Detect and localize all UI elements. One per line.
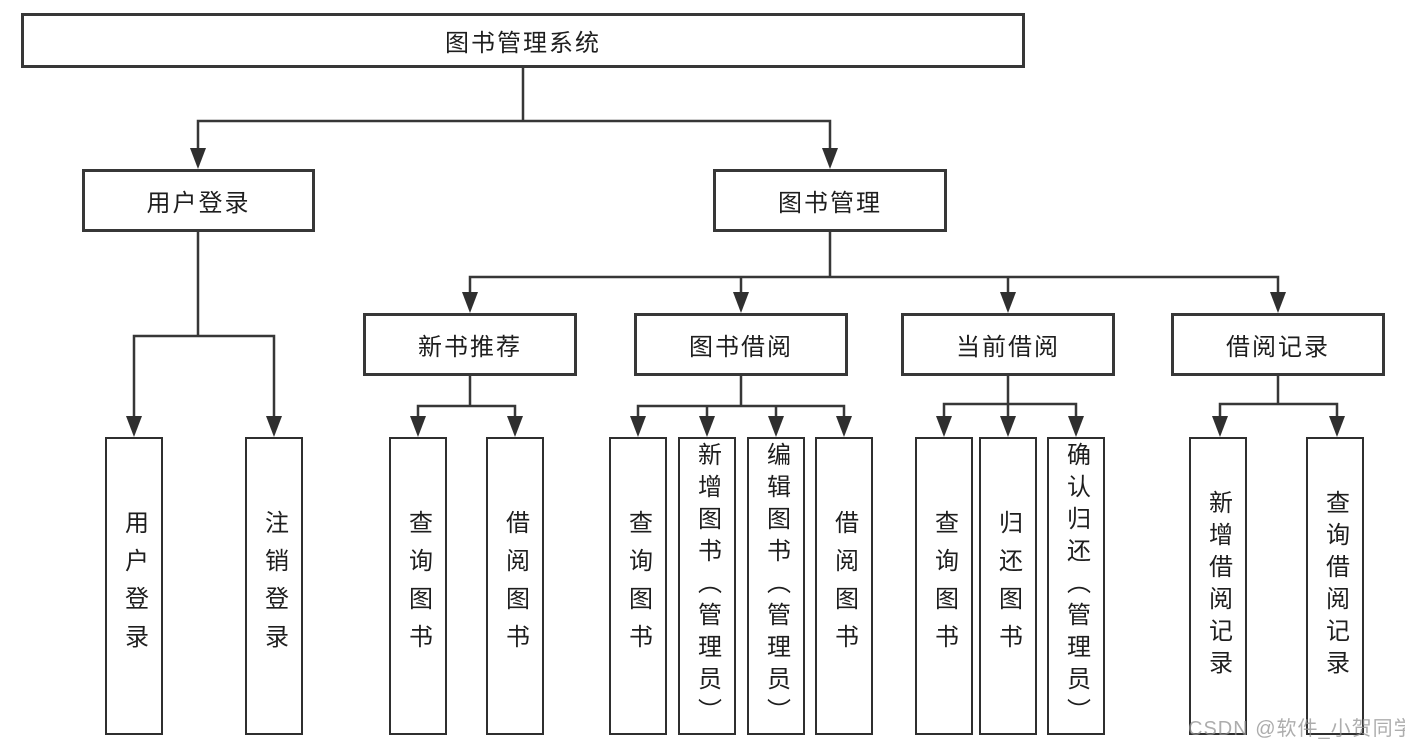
node-label: 图书借阅 bbox=[689, 334, 793, 361]
node-label: 确认归还（管理员） bbox=[1062, 442, 1090, 730]
node-label: 用户登录 bbox=[146, 190, 251, 217]
node-borrow-books-recommend: 借阅图书 bbox=[486, 437, 544, 735]
node-new-book-recommend: 新书推荐 bbox=[363, 313, 577, 376]
node-query-books-recommend: 查询图书 bbox=[389, 437, 447, 735]
node-return-books: 归还图书 bbox=[979, 437, 1037, 735]
node-label: 编辑图书（管理员） bbox=[762, 442, 790, 730]
node-query-books-current: 查询图书 bbox=[915, 437, 973, 735]
node-label: 查询借阅记录 bbox=[1321, 490, 1349, 682]
node-label: 图书管理系统 bbox=[445, 30, 601, 57]
node-borrow-records: 借阅记录 bbox=[1171, 313, 1385, 376]
node-label: 借阅图书 bbox=[830, 510, 858, 662]
node-label: 用户登录 bbox=[120, 510, 148, 662]
node-label: 借阅图书 bbox=[501, 510, 529, 662]
node-root: 图书管理系统 bbox=[21, 13, 1025, 68]
node-label: 查询图书 bbox=[404, 510, 432, 662]
node-label: 新增借阅记录 bbox=[1204, 490, 1232, 682]
node-edit-books-admin: 编辑图书（管理员） bbox=[747, 437, 805, 735]
node-user-login: 用户登录 bbox=[82, 169, 315, 232]
node-add-books-admin: 新增图书（管理员） bbox=[678, 437, 736, 735]
node-add-borrow-record: 新增借阅记录 bbox=[1189, 437, 1247, 735]
node-confirm-return-admin: 确认归还（管理员） bbox=[1047, 437, 1105, 735]
node-label: 注销登录 bbox=[260, 510, 288, 662]
node-label: 当前借阅 bbox=[956, 334, 1060, 361]
node-label: 新增图书（管理员） bbox=[693, 442, 721, 730]
arrowheads bbox=[126, 148, 1345, 437]
node-label: 查询图书 bbox=[624, 510, 652, 662]
node-current-borrow: 当前借阅 bbox=[901, 313, 1115, 376]
node-user-login-action: 用户登录 bbox=[105, 437, 163, 735]
node-query-books-borrow: 查询图书 bbox=[609, 437, 667, 735]
node-label: 新书推荐 bbox=[418, 334, 522, 361]
node-query-borrow-record: 查询借阅记录 bbox=[1306, 437, 1364, 735]
node-label: 查询图书 bbox=[930, 510, 958, 662]
csdn-watermark: CSDN @软件_小贺同学 bbox=[1188, 718, 1405, 740]
node-label: 借阅记录 bbox=[1226, 334, 1330, 361]
node-label: 图书管理 bbox=[778, 190, 882, 217]
node-borrow-books-action: 借阅图书 bbox=[815, 437, 873, 735]
node-logout: 注销登录 bbox=[245, 437, 303, 735]
node-book-management: 图书管理 bbox=[713, 169, 947, 232]
node-book-borrow: 图书借阅 bbox=[634, 313, 848, 376]
node-label: 归还图书 bbox=[994, 510, 1022, 662]
